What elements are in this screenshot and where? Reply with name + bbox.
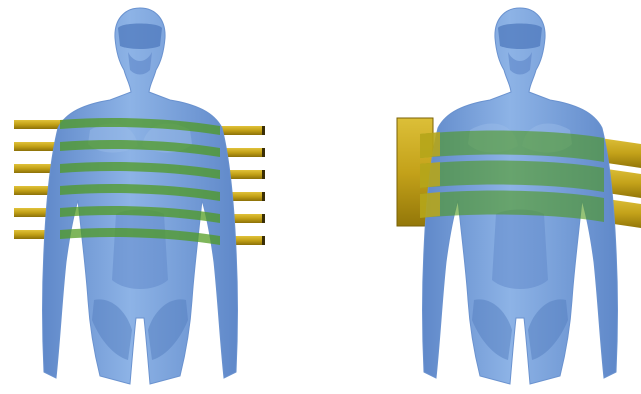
coil-end-cap [262, 192, 265, 201]
wrap-band-edge [420, 162, 440, 188]
coil-end-cap [262, 148, 265, 157]
figure-left [14, 8, 265, 384]
coil-end-cap [262, 236, 265, 245]
coil-end-cap [262, 126, 265, 135]
wrap-bands-front-right [420, 131, 604, 222]
figure-right [397, 8, 641, 384]
wrap-band-edge [420, 132, 440, 158]
coil-end-cap [262, 214, 265, 223]
coil-tab-left [14, 120, 64, 129]
coil-end-cap [262, 170, 265, 179]
wrap-band-edge [420, 192, 440, 218]
